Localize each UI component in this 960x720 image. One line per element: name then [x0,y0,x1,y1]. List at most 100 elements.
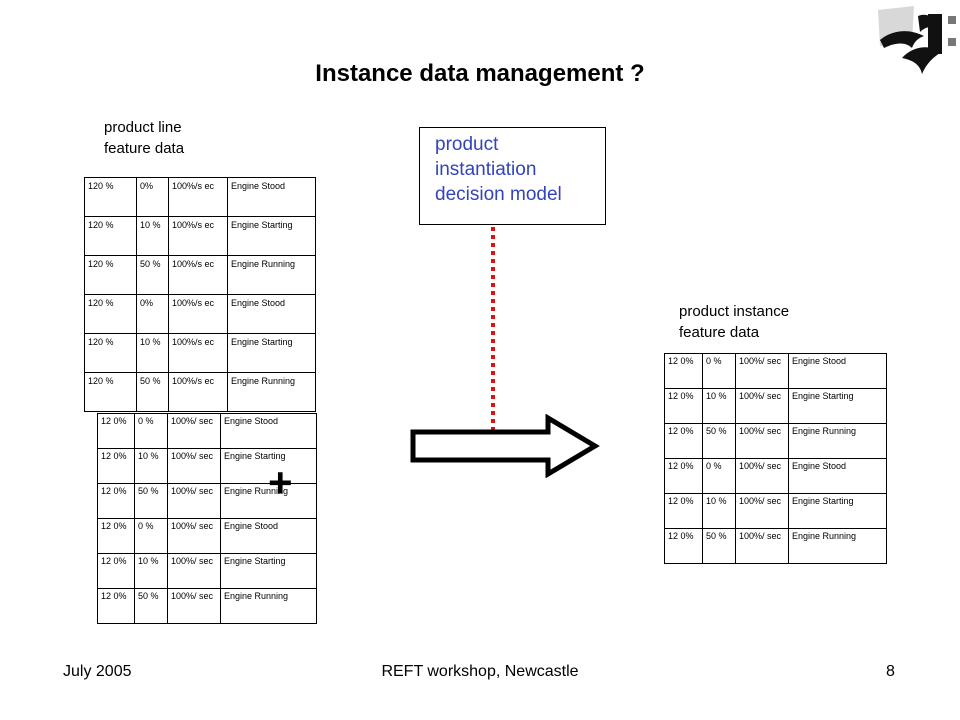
table-cell: 12 0% [97,413,135,449]
dotted-connector [491,227,495,430]
table-cell: 12 0% [664,423,703,459]
right-arrow-icon [410,414,600,478]
product-line-label: product line feature data [104,119,185,157]
table-cell: 12 0% [97,483,135,519]
table-cell: 100%/ sec [735,458,789,494]
table-cell: Engine Running [220,483,317,519]
table-cell: 120 % [84,255,137,295]
table-cell: Engine Stood [220,518,317,554]
table-cell: 10 % [136,333,169,373]
table-cell: Engine Starting [227,216,316,256]
table-cell: 12 0% [664,493,703,529]
table-cell: 120 % [84,333,137,373]
table-cell: Engine Stood [220,413,317,449]
table-cell: 12 0% [97,518,135,554]
page-number: 8 [886,663,895,680]
table-cell: 12 0% [97,588,135,624]
table-cell: 100%/s ec [168,177,228,217]
table-cell: 100%/ sec [167,413,221,449]
table-cell: 100%/ sec [735,388,789,424]
table-cell: 12 0% [664,388,703,424]
footer-event: REFT workshop, Newcastle [381,663,579,680]
table-cell: 50 % [136,255,169,295]
table-cell: Engine Starting [220,553,317,589]
table-cell: 0% [136,177,169,217]
table-cell: Engine Stood [788,458,887,494]
table-cell: Engine Stood [227,294,316,334]
table-cell: Engine Stood [788,353,887,389]
table-cell: 100%/s ec [168,372,228,412]
table-cell: 10 % [702,388,736,424]
slide-title: Instance data management ? [315,60,645,87]
table-cell: 120 % [84,177,137,217]
table-cell: 100%/ sec [167,518,221,554]
table-cell: Engine Starting [788,493,887,529]
footer-date: July 2005 [63,663,132,680]
table-cell: 0% [136,294,169,334]
table-cell: Engine Starting [227,333,316,373]
table-cell: 0 % [702,458,736,494]
table-cell: 50 % [136,372,169,412]
table-cell: 100%/ sec [735,528,789,564]
table-cell: Engine Running [788,528,887,564]
table-cell: 10 % [136,216,169,256]
dolphin-logo-icon [878,6,956,74]
decision-model-box: product instantiation decision model [419,127,606,225]
table-cell: 12 0% [664,528,703,564]
table-cell: 100%/ sec [167,483,221,519]
table-cell: 10 % [702,493,736,529]
table-cell: 120 % [84,216,137,256]
table-cell: 0 % [702,353,736,389]
table-cell: 120 % [84,372,137,412]
table-cell: Engine Running [220,588,317,624]
table-cell: 12 0% [664,458,703,494]
product-instance-label: product instance feature data [679,303,790,341]
table-cell: 100%/s ec [168,294,228,334]
table-cell: 120 % [84,294,137,334]
table-cell: 100%/ sec [167,553,221,589]
table-cell: 100%/s ec [168,333,228,373]
table-cell: 100%/ sec [167,588,221,624]
table-cell: Engine Running [788,423,887,459]
table-cell: 10 % [134,448,168,484]
plus-sign: + [268,459,293,506]
table-cell: 12 0% [97,553,135,589]
table-cell: 50 % [702,528,736,564]
table-cell: 12 0% [97,448,135,484]
table-cell: Engine Running [227,255,316,295]
table-cell: Engine Stood [227,177,316,217]
table-cell: 100%/ sec [735,493,789,529]
table-cell: 100%/ sec [735,423,789,459]
table-cell: 12 0% [664,353,703,389]
table-cell: Engine Running [227,372,316,412]
table-cell: 0 % [134,413,168,449]
table-cell: 10 % [134,553,168,589]
table-cell: 100%/s ec [168,216,228,256]
table-cell: 50 % [134,588,168,624]
table-cell: 50 % [702,423,736,459]
table-cell: 100%/s ec [168,255,228,295]
table-cell: Engine Starting [788,388,887,424]
table-cell: 50 % [134,483,168,519]
table-cell: 100%/ sec [735,353,789,389]
